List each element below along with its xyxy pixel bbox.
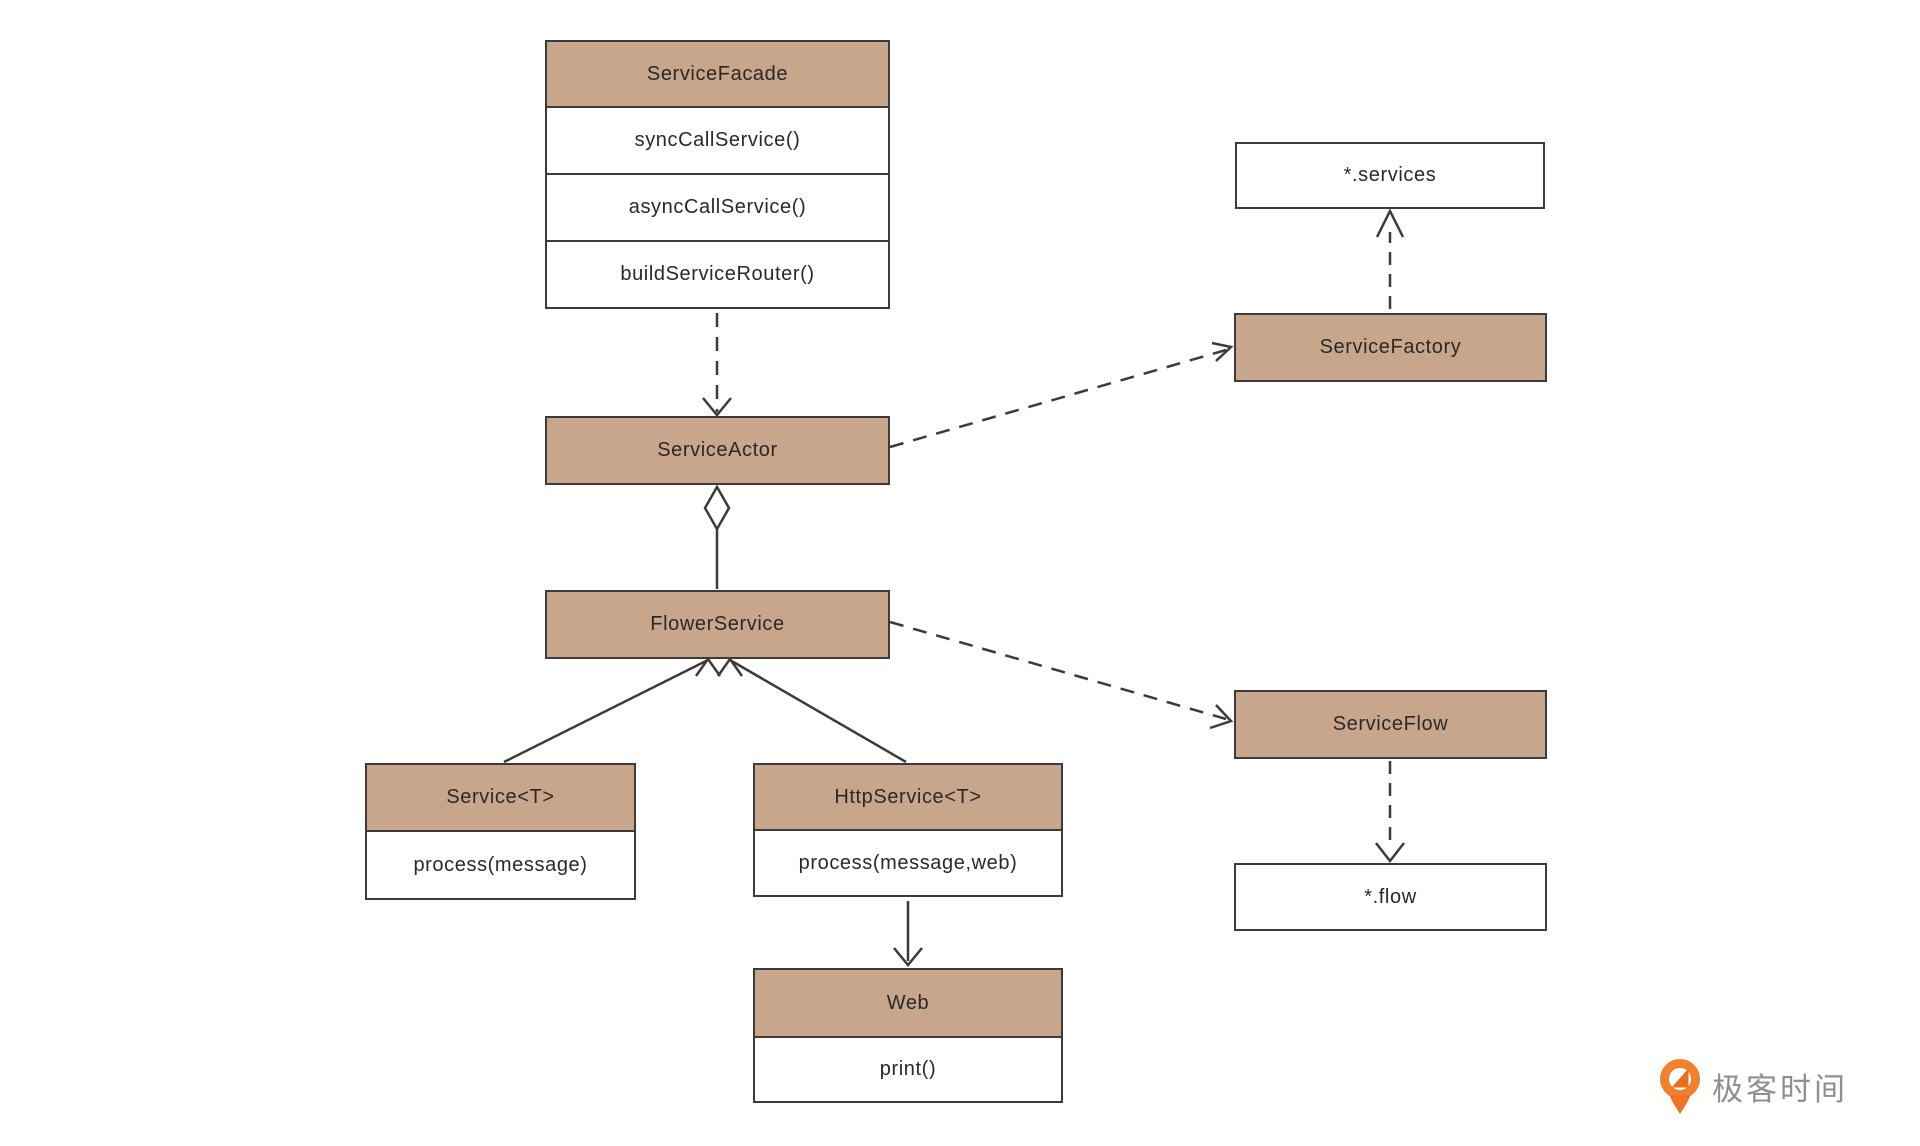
class-box-httpservice-t: HttpService<T> process(message,web) — [753, 763, 1063, 897]
edge-facade-to-actor — [702, 313, 732, 417]
class-box-servicefactory: ServiceFactory — [1234, 313, 1547, 382]
artifact-box-services-file: *.services — [1235, 142, 1545, 209]
class-method: print() — [755, 1036, 1061, 1101]
artifact-label: *.flow — [1364, 885, 1417, 908]
artifact-box-flow-file: *.flow — [1234, 863, 1547, 931]
class-box-web: Web print() — [753, 968, 1063, 1103]
edge-actor-to-factory — [889, 341, 1234, 449]
class-title: ServiceFactory — [1236, 315, 1545, 380]
class-title: Web — [755, 970, 1061, 1036]
edge-flowerservice-to-serviceflow — [889, 620, 1234, 730]
edge-factory-to-services-file — [1375, 208, 1405, 309]
edge-serviceflow-to-flow-file — [1375, 761, 1405, 864]
class-method: process(message) — [367, 830, 634, 898]
class-title: ServiceFacade — [547, 42, 888, 106]
class-box-service-t: Service<T> process(message) — [365, 763, 636, 900]
class-method: buildServiceRouter() — [547, 240, 888, 307]
class-method: syncCallService() — [547, 106, 888, 173]
geektime-logo-text: 极客时间 — [1712, 1071, 1848, 1107]
edge-servicet-to-flowerservice — [503, 656, 722, 764]
artifact-label: *.services — [1343, 164, 1437, 186]
class-box-serviceflow: ServiceFlow — [1234, 690, 1547, 759]
class-box-flowerservice: FlowerService — [545, 590, 890, 659]
class-box-serviceactor: ServiceActor — [545, 416, 890, 485]
class-method: process(message,web) — [755, 829, 1061, 895]
class-title: HttpService<T> — [755, 765, 1061, 829]
geektime-logo: 极客时间 — [1658, 1056, 1848, 1116]
edge-actor-to-flowerservice — [703, 484, 731, 589]
class-title: FlowerService — [547, 592, 888, 657]
class-method: asyncCallService() — [547, 173, 888, 240]
class-box-servicefacade: ServiceFacade syncCallService() asyncCal… — [545, 40, 890, 309]
edge-httpservice-to-web — [893, 901, 923, 967]
class-title: ServiceActor — [547, 418, 888, 483]
geektime-logo-icon — [1660, 1059, 1700, 1114]
edge-httpservice-to-flowerservice — [716, 656, 907, 764]
class-title: Service<T> — [367, 765, 634, 830]
class-title: ServiceFlow — [1236, 692, 1545, 757]
